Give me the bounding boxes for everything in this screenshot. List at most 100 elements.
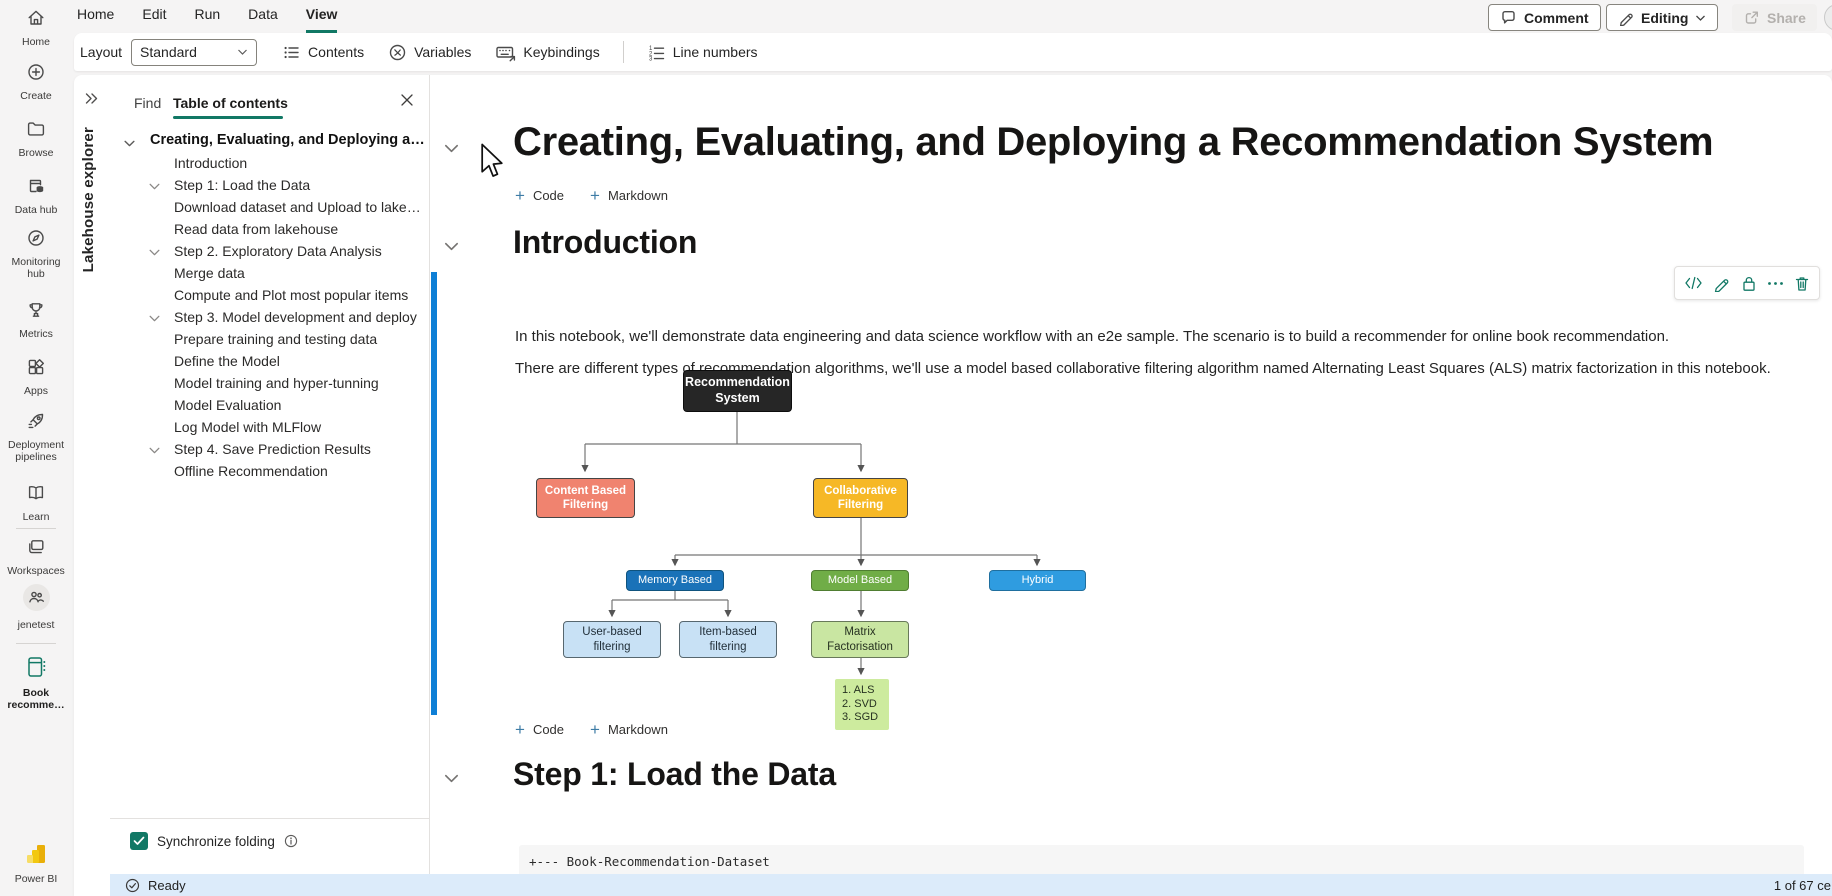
toc-item[interactable]: Model Evaluation <box>174 397 282 413</box>
collapse-step1-cell-icon[interactable] <box>443 770 460 787</box>
edit-cell-icon[interactable] <box>1713 275 1730 292</box>
workspace-avatar-icon <box>22 584 50 611</box>
contents-list-icon <box>282 43 301 62</box>
collapse-title-cell-icon[interactable] <box>443 140 460 157</box>
toc-item[interactable]: Compute and Plot most popular items <box>174 287 409 303</box>
synchronize-folding-label: Synchronize folding <box>157 833 275 849</box>
share-button[interactable]: Share <box>1732 4 1817 31</box>
chevron-down-icon[interactable] <box>123 137 136 150</box>
intro-heading[interactable]: Introduction <box>513 224 698 260</box>
svg-text:3: 3 <box>649 56 653 61</box>
menu-data[interactable]: Data <box>248 6 278 22</box>
chevron-down-icon[interactable] <box>148 246 161 259</box>
info-icon[interactable] <box>284 834 298 848</box>
contents-button[interactable]: Contents <box>273 38 373 67</box>
recommendation-system-diagram: Recommendation System Content Based Filt… <box>531 368 1092 730</box>
add-code-button[interactable]: +Code <box>515 186 565 205</box>
chevron-down-icon[interactable] <box>148 180 161 193</box>
toc-item[interactable]: Log Model with MLFlow <box>174 419 322 435</box>
status-ready-label: Ready <box>148 877 186 893</box>
step1-heading[interactable]: Step 1: Load the Data <box>513 756 836 792</box>
layout-select[interactable]: Standard <box>131 38 258 66</box>
toc-item[interactable]: Step 4. Save Prediction Results <box>110 439 429 461</box>
rail-item-create[interactable]: Create <box>0 62 72 102</box>
collapse-intro-cell-icon[interactable] <box>443 238 460 255</box>
add-cell-row: +Code +Markdown <box>515 186 668 205</box>
toc-item-root[interactable]: Creating, Evaluating, and Deploying a Re… <box>110 131 429 153</box>
rail-item-power-bi[interactable]: Power BI <box>0 843 72 885</box>
rail-item-jenetest[interactable]: jenetest <box>0 584 72 631</box>
toc-item[interactable]: Define the Model <box>174 353 280 369</box>
menu-edit[interactable]: Edit <box>142 6 167 22</box>
rail-item-apps[interactable]: Apps <box>0 357 72 397</box>
rail-item-monitoring-hub[interactable]: Monitoring hub <box>0 228 72 280</box>
diagram-node-content-based: Content Based Filtering <box>536 478 635 518</box>
diagram-node-collaborative: Collaborative Filtering <box>813 478 908 518</box>
avatar[interactable] <box>1824 4 1832 31</box>
scrollbar-thumb[interactable] <box>431 272 437 715</box>
toc-footer-divider <box>110 818 429 819</box>
plus-icon: + <box>515 186 525 205</box>
synchronize-folding-row: Synchronize folding <box>130 832 298 850</box>
toc-item[interactable]: Step 3. Model development and deploy <box>110 307 429 329</box>
plus-circle-icon <box>26 62 46 82</box>
toc-item[interactable]: Read data from lakehouse <box>174 221 339 237</box>
home-icon <box>26 8 46 28</box>
intro-paragraph-1: In this notebook, we'll demonstrate data… <box>515 328 1670 345</box>
code-cell-line: +--- Book-Recommendation-Dataset <box>529 854 770 869</box>
rail-item-deployment-pipelines[interactable]: Deployment pipelines <box>0 411 72 463</box>
rail-item-home[interactable]: Home <box>0 8 72 48</box>
chevron-down-icon[interactable] <box>148 444 161 457</box>
toc-item[interactable]: Offline Recommendation <box>174 463 328 479</box>
open-book-icon <box>26 483 46 503</box>
expand-panel-icon[interactable] <box>84 91 100 106</box>
delete-cell-icon[interactable] <box>1794 275 1810 292</box>
layout-label: Layout <box>80 44 123 60</box>
toc-item[interactable]: Merge data <box>174 265 245 281</box>
toc-item[interactable]: Download dataset and Upload to lakehouse <box>174 199 425 215</box>
toc-item[interactable]: Step 1: Load the Data <box>110 175 429 197</box>
toc-item[interactable]: Prepare training and testing data <box>174 331 378 347</box>
rail-item-browse[interactable]: Browse <box>0 119 72 159</box>
active-tab-underline <box>173 116 283 119</box>
lock-cell-icon[interactable] <box>1741 275 1757 292</box>
add-markdown-button[interactable]: +Markdown <box>590 186 668 205</box>
close-icon[interactable] <box>400 93 414 107</box>
tab-find[interactable]: Find <box>134 95 162 111</box>
svg-text:2: 2 <box>649 51 653 57</box>
editing-mode-button[interactable]: Editing <box>1606 4 1719 31</box>
variables-button[interactable]: Variables <box>379 38 480 67</box>
add-code-button[interactable]: +Code <box>515 720 565 739</box>
rail-item-metrics[interactable]: Metrics <box>0 300 72 340</box>
toc-item[interactable]: Introduction <box>174 155 248 171</box>
intro-paragraph-2: There are different types of recommendat… <box>515 360 1771 377</box>
toc-item[interactable]: Model training and hyper-tunning <box>174 375 379 391</box>
folder-icon <box>26 119 46 139</box>
comment-button[interactable]: Comment <box>1488 4 1601 31</box>
notebook-title-heading[interactable]: Creating, Evaluating, and Deploying a Re… <box>513 120 1714 164</box>
diagram-connectors <box>581 412 1041 676</box>
menu-run[interactable]: Run <box>194 6 221 22</box>
rail-item-data-hub[interactable]: Data hub <box>0 176 72 216</box>
rail-item-learn[interactable]: Learn <box>0 483 72 523</box>
code-cell[interactable]: +--- Book-Recommendation-Dataset <box>519 845 1804 874</box>
synchronize-folding-checkbox[interactable] <box>130 832 148 850</box>
add-markdown-button[interactable]: +Markdown <box>590 720 668 739</box>
keybindings-button[interactable]: Keybindings <box>486 38 608 67</box>
diagram-node-memory-based: Memory Based <box>626 570 724 591</box>
tab-table-of-contents[interactable]: Table of contents <box>173 95 288 111</box>
rail-item-workspaces[interactable]: Workspaces <box>0 537 72 577</box>
menu-view[interactable]: View <box>305 0 338 33</box>
power-bi-logo <box>25 843 47 865</box>
toc-item[interactable]: Step 2. Exploratory Data Analysis <box>110 241 429 263</box>
cell-toolbar <box>1674 266 1820 300</box>
convert-to-code-icon[interactable] <box>1684 275 1703 291</box>
menu-home[interactable]: Home <box>77 6 115 22</box>
keyboard-icon <box>495 43 516 62</box>
chevron-down-icon <box>237 48 248 56</box>
chevron-down-icon[interactable] <box>148 312 161 325</box>
rail-item-book-recommendation[interactable]: Book recomme… <box>0 655 72 711</box>
more-options-icon[interactable] <box>1767 281 1784 286</box>
